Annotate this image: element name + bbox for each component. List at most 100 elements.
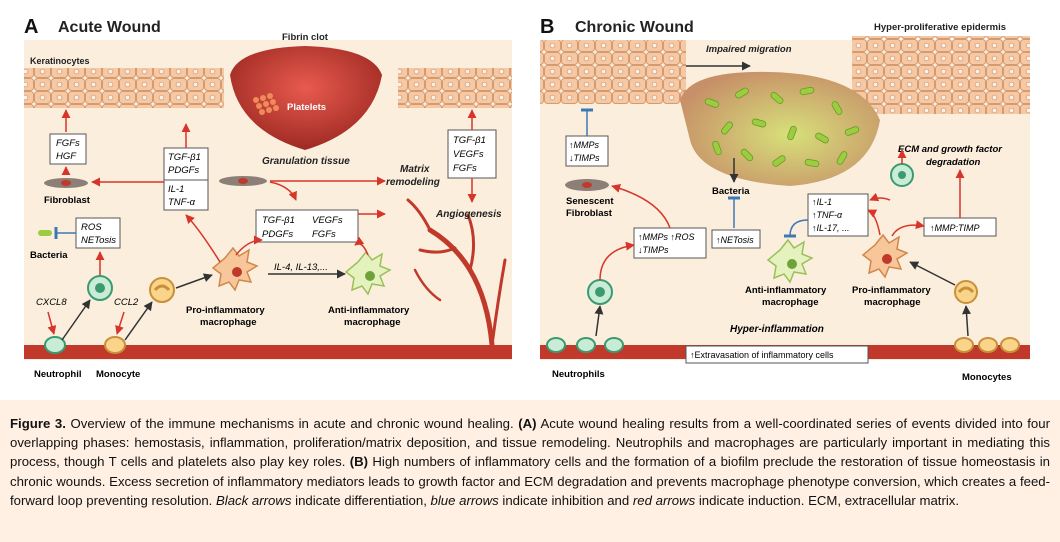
- box-ros: ROS: [81, 222, 102, 233]
- blue-inhibit-macrophage-b: [783, 219, 809, 238]
- bacteria-label-b: Bacteria: [712, 186, 750, 197]
- box-mmps-ros-line1: ↑MMPs ↑ROS: [638, 232, 695, 242]
- caption-black-text: indicate differentiation,: [291, 492, 431, 508]
- senescent-line1: Senescent: [566, 196, 614, 207]
- caption-a-text: Acute wound healing results from a well-…: [10, 416, 1050, 470]
- box-fgf-hgf-line1: FGFs: [56, 138, 80, 149]
- box-angio-fgf: FGFs: [453, 163, 477, 174]
- box-netosis: NETosis: [81, 235, 116, 246]
- panel-b: B Chronic Wound Hyper-proliferative epid…: [540, 16, 1030, 383]
- box-gf-tgf: TGF-β1: [262, 215, 295, 226]
- monocyte-label-a: Monocyte: [96, 369, 140, 380]
- figure-label: Figure 3.: [10, 416, 66, 431]
- box-mmps-line1: ↑MMPs: [569, 140, 599, 150]
- ecm-degradation-line2: degradation: [926, 157, 981, 168]
- caption-a-label: (A): [518, 416, 537, 431]
- caption-blue-text: indicate inhibition and: [498, 492, 633, 508]
- angiogenesis-label: Angiogenesis: [435, 209, 502, 220]
- box-il1-line2: TNF-α: [168, 197, 196, 208]
- caption-b-text: High numbers of inflammatory cells and t…: [10, 454, 1050, 508]
- anti-macrophage-line1-a: Anti-inflammatory: [328, 305, 410, 316]
- capillary-tree: [406, 198, 507, 348]
- box-mmps-timps: [565, 135, 609, 167]
- red-arrows-b: [599, 149, 965, 281]
- fibroblast-label: Fibroblast: [44, 195, 91, 206]
- caption-red-arrows: red arrows: [632, 492, 696, 508]
- caption-black-arrows: Black arrows: [216, 492, 292, 508]
- panel-b-title: Chronic Wound: [575, 19, 694, 36]
- fibrin-clot: [230, 46, 382, 150]
- hyper-epidermis-label: Hyper-proliferative epidermis: [874, 22, 1006, 33]
- monocyte-tissue-a: [149, 277, 175, 303]
- caption-blue-arrows: blue arrows: [430, 492, 499, 508]
- box-mmp-timp-text: ↑MMP:TIMP: [930, 223, 980, 233]
- box-growth-factors-a: [255, 209, 359, 243]
- figure-caption: Figure 3. Overview of the immune mechani…: [10, 414, 1050, 510]
- box-angiogenic-factors: [447, 129, 497, 179]
- caption-box: Figure 3. Overview of the immune mechani…: [0, 400, 1060, 542]
- pro-macrophage-line2-b: macrophage: [864, 297, 921, 308]
- ccl2-label: CCL2: [114, 297, 139, 308]
- monocytes-label-b: Monocytes: [962, 372, 1012, 383]
- figure-diagram: A Acute Wound Keratinocytes Fibrin clot …: [24, 16, 1030, 383]
- senescent-line2: Fibroblast: [566, 208, 613, 219]
- granulation-tissue-label: Granulation tissue: [262, 156, 350, 167]
- neutrophil-label-a: Neutrophil: [34, 369, 82, 380]
- box-fgf-hgf-line2: HGF: [56, 151, 77, 162]
- bacteria-cell-a: [38, 230, 52, 236]
- box-netosis-b-text: ↑NETosis: [716, 235, 754, 245]
- panel-a-title: Acute Wound: [58, 19, 161, 36]
- caption-b-label: (B): [349, 454, 369, 470]
- anti-macrophage-line2-a: macrophage: [344, 317, 401, 328]
- box-angio-vegf: VEGFs: [453, 149, 484, 160]
- platelets-label: Platelets: [287, 102, 326, 113]
- box-fgf-hgf: [49, 133, 87, 165]
- pro-macrophage-line2-a: macrophage: [200, 317, 257, 328]
- fibrin-clot-label: Fibrin clot: [282, 32, 329, 43]
- blood-vessel-a: [24, 345, 512, 359]
- anti-macrophage-line1-b: Anti-inflammatory: [745, 285, 827, 296]
- box-il-line3: ↑IL-17, ...: [812, 223, 850, 233]
- box-il-line1: ↑IL-1: [812, 197, 832, 207]
- pro-macrophage-line1-a: Pro-inflammatory: [186, 305, 265, 316]
- ecm-degradation-line1: ECM and growth factor: [898, 144, 1003, 155]
- vessel-cells-b: [546, 337, 1020, 353]
- hyper-proliferative-epidermis: [852, 36, 1030, 114]
- il4-label: IL-4, IL-13,...: [274, 262, 328, 273]
- box-extravasation: [685, 345, 869, 364]
- box-mmps-ros: [633, 227, 707, 259]
- biofilm-bacteria: [704, 86, 860, 168]
- box-il-cytokines-b: [807, 193, 869, 237]
- keratinocyte-layer-left: [24, 68, 224, 108]
- box-tgf-line2: PDGFs: [168, 165, 199, 176]
- box-gf-fgf: FGFs: [312, 229, 336, 240]
- panel-b-letter: B: [540, 16, 554, 38]
- black-arrows-b: [594, 261, 972, 337]
- keratinocyte-layer-b-left: [540, 40, 686, 104]
- box-cytokines-a: [163, 147, 209, 211]
- panel-a-letter: A: [24, 16, 38, 38]
- box-il-line2: ↑TNF-α: [812, 210, 843, 220]
- platelet-cluster: [253, 93, 279, 115]
- panel-a: A Acute Wound Keratinocytes Fibrin clot …: [24, 16, 512, 380]
- monocyte-tissue-b: [954, 280, 978, 304]
- box-il1-line1: IL-1: [168, 184, 184, 195]
- extravasation-text: ↑Extravasation of inflammatory cells: [690, 350, 834, 360]
- box-tgf-line1: TGF-β1: [168, 152, 201, 163]
- box-mmps-ros-line2: ↓TIMPs: [638, 245, 669, 255]
- box-gf-pdgf: PDGFs: [262, 229, 293, 240]
- biofilm: [680, 71, 880, 186]
- red-arrows-a: [47, 109, 477, 335]
- box-netosis-b: [711, 229, 761, 249]
- impaired-migration-label: Impaired migration: [706, 44, 792, 55]
- matrix-label: Matrix: [400, 164, 430, 175]
- cxcl8-label: CXCL8: [36, 297, 67, 308]
- box-angio-tgf: TGF-β1: [453, 135, 486, 146]
- neutrophil-vessel-a: [44, 336, 66, 354]
- box-gf-vegf: VEGFs: [312, 215, 343, 226]
- bacteria-label-a: Bacteria: [30, 250, 68, 261]
- anti-macrophage-line2-b: macrophage: [762, 297, 819, 308]
- neutrophils-label-b: Neutrophils: [552, 369, 605, 380]
- pro-macrophage-line1-b: Pro-inflammatory: [852, 285, 931, 296]
- box-mmps-line2: ↓TIMPs: [569, 153, 600, 163]
